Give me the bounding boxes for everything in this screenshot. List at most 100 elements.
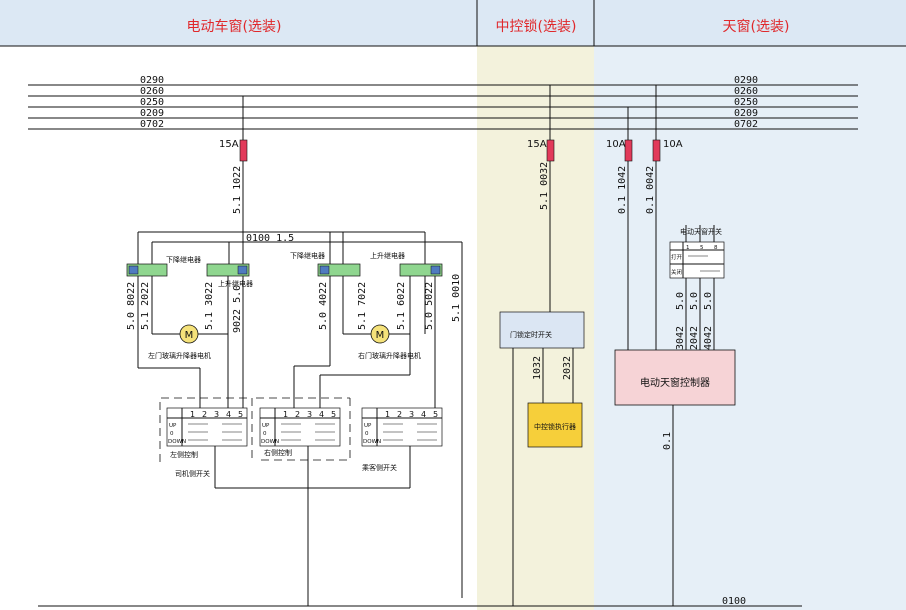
svg-text:打开: 打开 [671,253,683,261]
right-motor-label: 右门玻璃升降器电机 [358,351,421,360]
svg-text:DOWN: DOWN [363,439,381,445]
wire-label: 5.1 3022 [204,282,215,330]
svg-text:1: 1 [385,410,390,419]
wire-label: 0.1 1042 [617,166,628,214]
wire-label: 5.1 1022 [232,166,243,214]
wire-label: 3042 [675,326,686,350]
left-motor-icon [179,324,199,344]
sunroof-controller-label: 电动天窗控制器 [640,376,710,389]
bus-label: 0250 [734,97,758,108]
svg-text:3: 3 [214,410,219,419]
switch-right [361,407,443,447]
lock-actuator-label: 中控锁执行器 [534,422,576,431]
svg-text:1: 1 [190,410,195,419]
relay-coil-icon [128,265,139,275]
wire-label: 1032 [532,356,543,380]
switch-contacts [188,423,437,441]
svg-text:5: 5 [433,410,438,419]
wire-label: 5.0 [675,292,686,310]
left-motor-label: 左门玻璃升降器电机 [148,351,211,360]
sunroof-switch-wires [685,225,715,350]
svg-text:2: 2 [295,410,300,419]
wire-label: 2042 [689,326,700,350]
relay-coil-icon [237,265,248,275]
driver-switch-label: 司机侧开关 [175,469,210,478]
wire-label: 5.1 2022 [140,282,151,330]
svg-text:4: 4 [319,410,324,419]
svg-text:0: 0 [263,431,267,437]
bus-label: 0250 [140,97,164,108]
wire-label: 5.1 7022 [357,282,368,330]
svg-text:2: 2 [202,410,207,419]
motor-glyph: M [376,330,385,341]
bus-labels-left: 0290 0260 0250 0209 0702 [140,75,164,130]
left-control-label: 左侧控制 [170,450,198,459]
bus-labels-right: 0290 0260 0250 0209 0702 [734,75,758,130]
wire-label: 0.1 [662,432,673,450]
fuse-rating: 10A [606,139,626,150]
switch-left [166,407,248,447]
bus-label: 0702 [734,119,758,130]
wire-label: 2032 [562,356,573,380]
svg-text:关闭: 关闭 [671,268,682,276]
svg-text:5: 5 [238,410,243,419]
wire-label: 5.0 [703,292,714,310]
fuse-sunroof-b [652,139,661,162]
fuse-windows [239,139,248,162]
fuse-lock [546,139,555,162]
fuse-rating: 15A [527,139,547,150]
relay-coil-icon [319,265,330,275]
fuse-rating: 10A [663,139,683,150]
sunroof-column-bg [594,46,906,610]
wire-label: 9022 5.0 [232,285,243,333]
svg-text:1: 1 [686,245,690,251]
svg-text:DOWN: DOWN [168,439,186,445]
door-lock-timer-label: 门锁定时开关 [510,330,552,339]
sunroof-controller-box [614,349,736,406]
wire-label: 5.1 0010 [451,274,462,322]
switch-middle [259,407,341,447]
ground-label: 0100 [722,596,746,607]
fuse-sunroof-a [624,139,633,162]
svg-text:8: 8 [714,245,718,251]
bus-label: 0209 [734,108,758,119]
door-lock-timer-box [499,311,585,349]
wire-label: 5.0 [689,292,700,310]
svg-text:0: 0 [170,431,174,437]
svg-text:0: 0 [365,431,369,437]
svg-text:UP: UP [364,423,372,429]
switch-dashed-enclosures [159,397,351,462]
switch-feed-wires [137,276,436,408]
svg-text:5: 5 [700,245,704,251]
wire-label: 5.1 6022 [396,282,407,330]
section-title-windows: 电动车窗(选装) [187,18,282,35]
down-relay-label: 下降继电器 [290,251,325,260]
svg-text:DOWN: DOWN [261,439,279,445]
fuse-rating: 15A [219,139,239,150]
lower-window-wires [38,446,802,607]
lock-actuator-box [527,402,583,448]
svg-text:5: 5 [331,410,336,419]
bus-lines [28,84,858,130]
right-control-label: 右侧控制 [264,448,292,457]
switch-row-labels: UP 0 DOWN UP 0 DOWN UP 0 DOWN [168,423,381,445]
svg-text:1: 1 [283,410,288,419]
distribution-wiring [137,231,463,598]
svg-text:3: 3 [409,410,414,419]
bus-label: 0209 [140,108,164,119]
wire-label: 0100 1.5 [246,233,294,244]
bus-label: 0260 [140,86,164,97]
svg-text:UP: UP [169,423,177,429]
right-motor-icon [370,324,390,344]
bus-label: 0702 [140,119,164,130]
down-relay-label: 下降继电器 [166,255,201,264]
header-bar [0,0,906,46]
switch-headers: 1 2 3 4 5 1 2 3 4 5 1 2 3 4 5 [190,410,438,419]
relay-coil-icon [430,265,441,275]
sunroof-switch-label: 电动天窗开关 [680,227,722,236]
passenger-switch-label: 乘客侧开关 [362,463,397,472]
svg-text:UP: UP [262,423,270,429]
wire-label: 0.1 0042 [645,166,656,214]
